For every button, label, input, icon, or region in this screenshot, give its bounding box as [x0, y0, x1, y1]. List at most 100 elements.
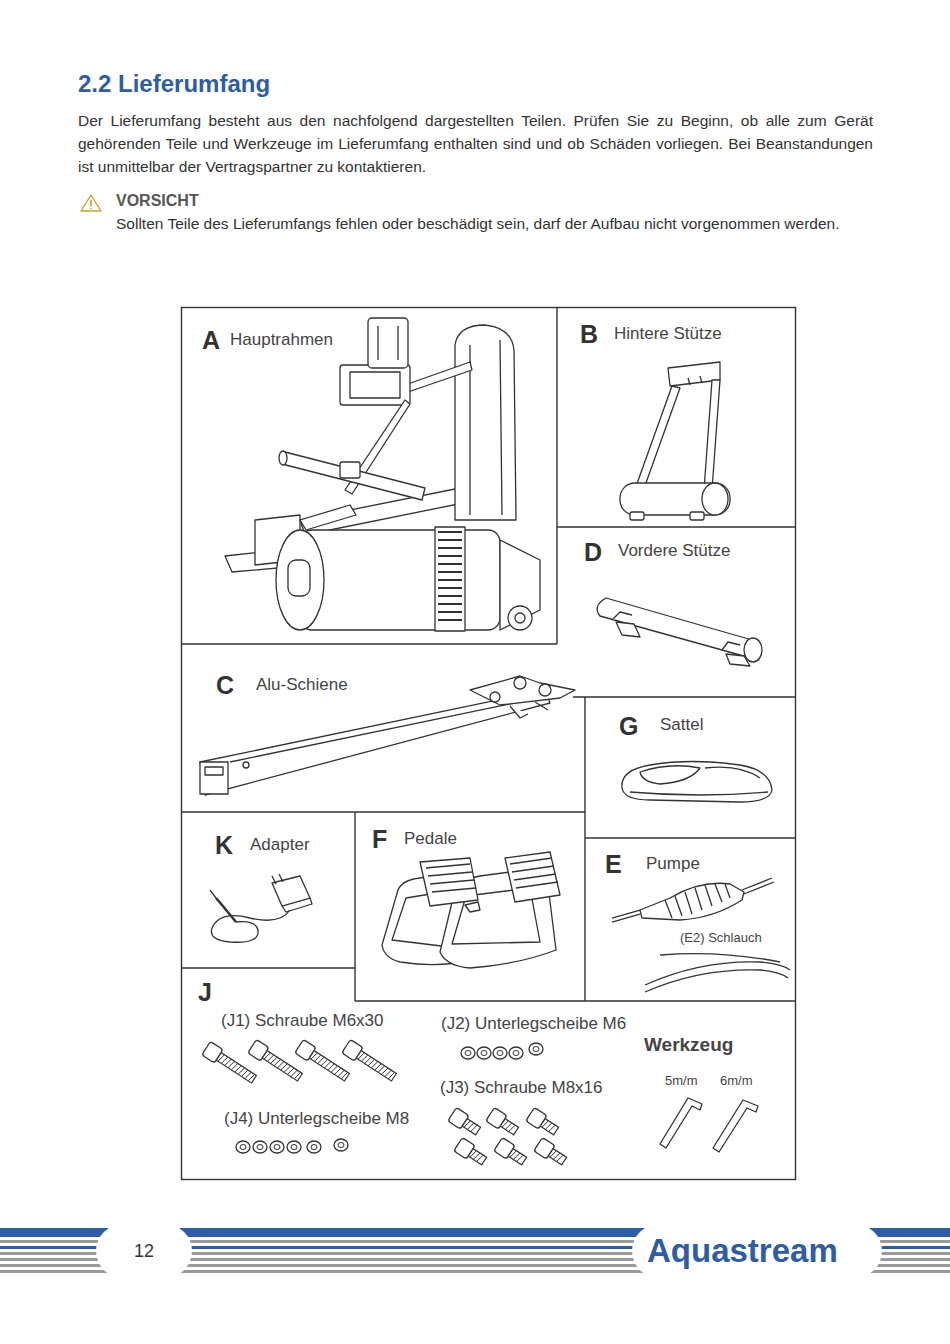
pump-drawing	[612, 878, 790, 992]
drawing-part	[211, 910, 290, 942]
drawing-part	[243, 762, 249, 768]
drawing-part	[342, 1039, 399, 1083]
drawing-part	[454, 1137, 489, 1167]
drawing-part	[490, 692, 500, 702]
part-letter: E	[605, 849, 622, 879]
part-letter: B	[580, 319, 598, 349]
rail-drawing	[200, 676, 575, 795]
part-letter: K	[215, 830, 233, 860]
part-cell: GSattel	[585, 697, 796, 838]
part-cell: CAlu-Schiene	[181, 644, 585, 812]
drawing-part	[216, 898, 236, 922]
drawing-part	[584, 697, 585, 1001]
drawing-part	[288, 560, 310, 596]
drawing-part	[470, 676, 575, 705]
allen-keys-drawing	[660, 1098, 758, 1152]
part-name: Werkzeug	[644, 1034, 733, 1057]
part-cell: E Pumpe (E2) Schlauch	[585, 838, 796, 1001]
hardware-drawing	[202, 1039, 569, 1167]
part-cell: F Pedale	[355, 812, 585, 1001]
pedals-drawing	[382, 852, 560, 968]
part-name: 5m/m	[665, 1073, 698, 1089]
seat-drawing	[622, 762, 772, 803]
drawing-part	[287, 1141, 301, 1153]
part-name: Pumpe	[646, 854, 700, 874]
drawing-part	[515, 613, 525, 623]
drawing-part	[529, 1043, 543, 1055]
drawing-part	[236, 1141, 250, 1153]
drawing-part	[632, 1224, 882, 1278]
drawing-part	[282, 452, 425, 500]
drawing-part	[200, 762, 228, 794]
drawing-part	[645, 970, 788, 992]
section-heading: 2.2 Lieferumfang	[78, 70, 270, 99]
part-letter: D	[584, 537, 602, 567]
drawing-part	[508, 606, 532, 630]
drawing-part	[181, 643, 557, 644]
drawing-part	[202, 1041, 259, 1085]
part-name: (J2) Unterlegscheibe M6	[441, 1014, 626, 1034]
part-name: (J1) Schraube M6x30	[221, 1011, 384, 1031]
drawing-part	[420, 858, 478, 906]
drawing-part	[334, 1139, 348, 1151]
drawing-part	[616, 622, 640, 637]
drawing-part	[182, 308, 796, 1180]
drawing-part	[634, 386, 680, 494]
front-stand-drawing	[597, 598, 762, 666]
part-cell: D Vordere Stütze	[557, 527, 796, 697]
part-name: Hintere Stütze	[614, 324, 722, 344]
part-cell: B Hintere Stütze	[557, 307, 796, 527]
drawing-part	[210, 890, 216, 898]
part-letter: F	[372, 824, 387, 854]
drawing-part	[665, 884, 730, 918]
drawing-part	[620, 483, 730, 515]
drawing-part	[514, 677, 526, 689]
part-name: Pedale	[404, 829, 457, 849]
drawing-part	[253, 1141, 267, 1153]
page-number: 12	[134, 1241, 154, 1263]
drawing-part	[493, 1047, 507, 1059]
drawing-part	[270, 1141, 284, 1153]
drawing-part	[486, 1107, 521, 1137]
part-name: (J4) Unterlegscheibe M8	[224, 1109, 409, 1129]
drawing-part	[744, 638, 762, 662]
drawing-part	[354, 812, 355, 1001]
drawing-part	[500, 540, 540, 630]
part-name: Hauptrahmen	[230, 330, 333, 350]
drawing-part	[726, 654, 750, 666]
part-name: Vordere Stütze	[618, 541, 730, 561]
drawing-part	[660, 954, 780, 962]
drawing-part	[494, 1137, 529, 1167]
drawing-part	[539, 684, 551, 696]
drawing-part	[90, 200, 92, 209]
part-name: Sattel	[660, 715, 703, 735]
drawing-part	[640, 766, 700, 784]
drawing-part	[426, 864, 476, 892]
warning-text: Sollten Teile des Lieferumfangs fehlen o…	[116, 212, 873, 235]
drawing-part	[282, 898, 312, 912]
drawing-part	[585, 837, 796, 838]
drawing-part	[742, 878, 774, 894]
drawing-part	[96, 1224, 192, 1278]
drawing-part	[713, 1100, 758, 1152]
drawing-part	[622, 762, 772, 803]
drawing-part	[307, 1141, 321, 1153]
drawing-part	[272, 876, 310, 906]
part-cell: AHauptrahmen	[181, 307, 557, 644]
drawing-part	[295, 1039, 352, 1083]
rear-stand-drawing	[620, 362, 730, 520]
drawing-part	[526, 1107, 561, 1137]
part-name: 6m/m	[720, 1073, 753, 1089]
drawing-part	[279, 451, 287, 465]
drawing-part	[205, 767, 223, 775]
drawing-part	[704, 380, 720, 490]
drawing-part	[350, 372, 400, 398]
drawing-part	[505, 852, 560, 902]
drawing-part	[181, 811, 585, 812]
drawing-part	[534, 1137, 569, 1167]
drawing-part	[510, 858, 558, 888]
drawing-part	[230, 696, 548, 762]
part-name: (E2) Schlauch	[680, 930, 762, 946]
drawing-part	[477, 1047, 491, 1059]
drawing-part	[645, 962, 790, 985]
